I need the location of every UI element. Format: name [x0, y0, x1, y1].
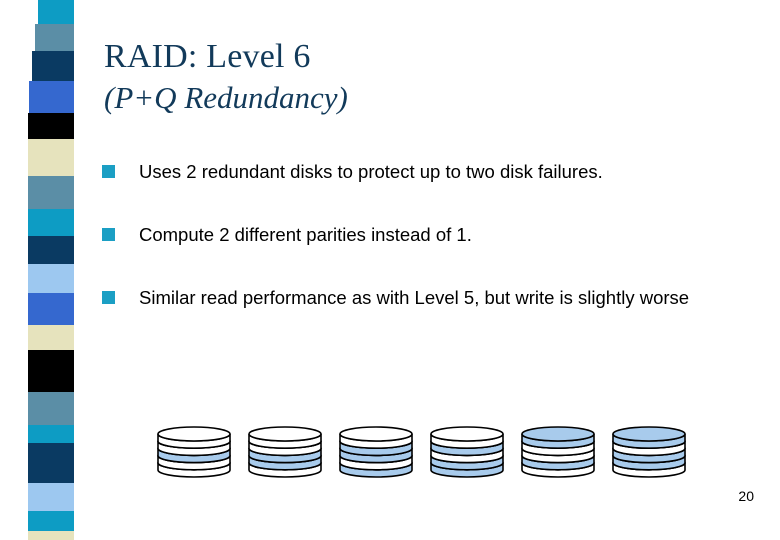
disk-cylinder-icon: [612, 426, 686, 478]
stripe-band: [28, 443, 74, 483]
disk-platter-face: [248, 426, 322, 442]
disk-3: [337, 424, 428, 480]
stripe-band: [28, 325, 74, 350]
disk-2: [246, 424, 337, 480]
stripe-band: [28, 139, 74, 176]
stripe-band: [28, 483, 74, 511]
disk-6: [610, 424, 701, 480]
disk-platter-face: [157, 426, 231, 442]
stripe-band: [28, 392, 74, 425]
stripe-band: [28, 209, 74, 236]
bullet-list: Uses 2 redundant disks to protect up to …: [102, 158, 752, 347]
disk-cylinder-icon: [157, 426, 231, 478]
square-bullet-icon: [102, 165, 115, 178]
disk-platter-face: [430, 426, 504, 442]
disk-platter-face: [339, 426, 413, 442]
stripe-band: [28, 264, 74, 293]
disk-4: [428, 424, 519, 480]
list-item: Uses 2 redundant disks to protect up to …: [102, 158, 752, 186]
disk-cylinder-icon: [248, 426, 322, 478]
stripe-band: [28, 425, 74, 443]
disk-5: [519, 424, 610, 480]
list-item: Compute 2 different parities instead of …: [102, 221, 752, 249]
disk-cylinder-icon: [521, 426, 595, 478]
list-item-label: Similar read performance as with Level 5…: [139, 287, 690, 308]
stripe-band: [28, 511, 74, 531]
square-bullet-icon: [102, 228, 115, 241]
disk-1: [155, 424, 246, 480]
disk-platter-face: [612, 426, 686, 442]
title-line-1: RAID: Level 6: [104, 38, 311, 75]
title-line-2: (P+Q Redundancy): [104, 80, 348, 115]
stripe-band: [29, 81, 74, 113]
square-bullet-icon: [102, 291, 115, 304]
stripe-band: [35, 24, 74, 51]
list-item: Similar read performance as with Level 5…: [102, 284, 752, 312]
disk-cylinder-icon: [339, 426, 413, 478]
stripe-band: [28, 293, 74, 325]
stripe-band: [28, 350, 74, 392]
stripe-band: [38, 0, 74, 24]
stripe-band: [28, 531, 74, 540]
decorative-color-stripe: [28, 0, 74, 540]
list-item-label: Uses 2 redundant disks to protect up to …: [139, 161, 603, 182]
page-title: RAID: Level 6 (P+Q Redundancy): [104, 36, 724, 118]
disk-cylinder-icon: [430, 426, 504, 478]
page-number: 20: [738, 488, 754, 504]
list-item-label: Compute 2 different parities instead of …: [139, 224, 472, 245]
stripe-band: [28, 113, 74, 139]
stripe-band: [28, 176, 74, 209]
stripe-band: [32, 51, 74, 81]
disk-platter-face: [521, 426, 595, 442]
disk-array-diagram: [155, 424, 715, 484]
stripe-band: [28, 236, 74, 264]
